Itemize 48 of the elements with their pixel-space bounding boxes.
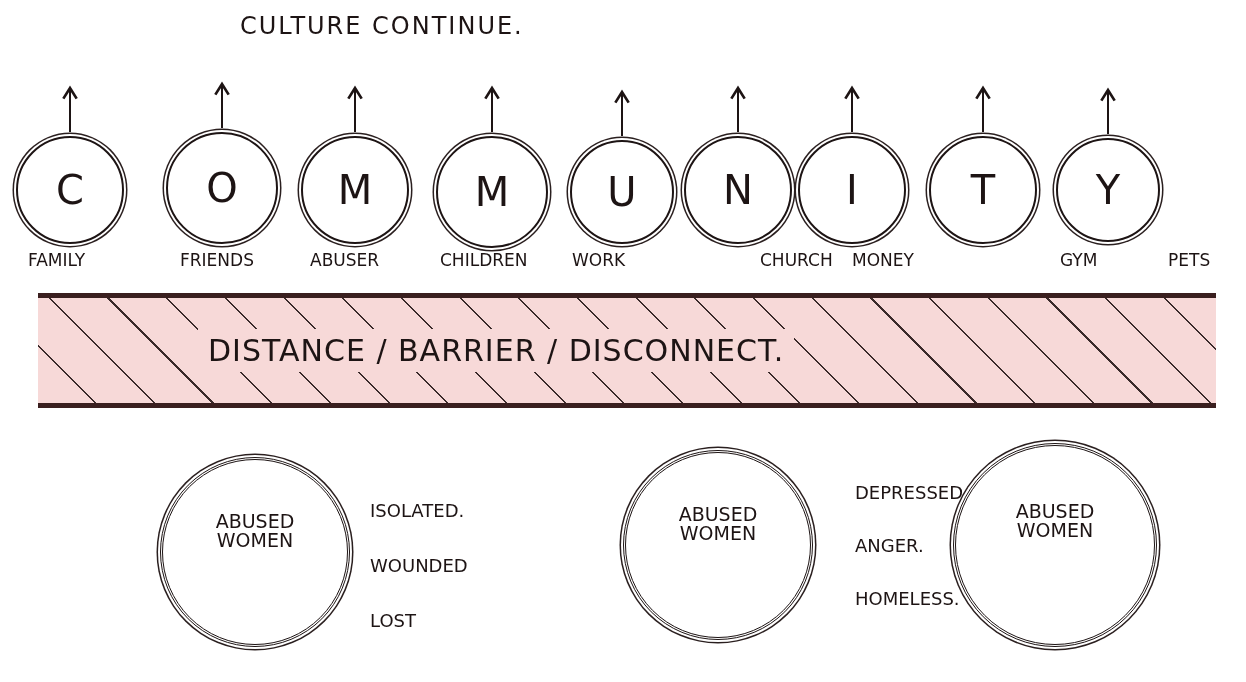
arrow (1100, 88, 1116, 135)
node-label: ABUSED WOMEN (214, 512, 296, 551)
band-label: DISTANCE / BARRIER / DISCONNECT. (198, 329, 795, 372)
arrow (214, 82, 230, 129)
letter: O (206, 168, 238, 208)
letter: M (474, 172, 510, 212)
note-label: FAMILY (28, 250, 86, 270)
barrier-band (38, 293, 1216, 408)
note-label: ISOLATED. (370, 500, 465, 521)
note-label: ABUSER (310, 250, 380, 270)
letter: I (846, 170, 858, 210)
letter-circle (16, 136, 124, 244)
note-label: CHILDREN (440, 250, 528, 270)
arrow (347, 86, 363, 133)
letter: N (723, 170, 753, 210)
arrow (614, 90, 630, 137)
arrow (975, 86, 991, 133)
note-label: DEPRESSED (855, 482, 964, 503)
node-label: ABUSED WOMEN (677, 505, 759, 544)
letter-circle (684, 136, 792, 244)
node-label: ABUSED WOMEN (1014, 502, 1096, 541)
letter-circle (436, 136, 548, 248)
letter-circle (301, 136, 409, 244)
letter: T (970, 170, 996, 210)
letter-circle (166, 132, 278, 244)
arrow (484, 86, 500, 133)
note-label: WOUNDED (370, 555, 468, 576)
note-label: CHURCH (760, 250, 833, 270)
note-label: WORK (572, 250, 626, 270)
note-label: FRIENDS (180, 250, 254, 270)
note-label: PETS (1168, 250, 1211, 270)
title: CULTURE CONTINUE. (240, 12, 524, 40)
letter-circle (798, 136, 906, 244)
letter: Y (1095, 170, 1121, 210)
letter: U (607, 172, 637, 212)
letter-circle (929, 136, 1037, 244)
letter: C (56, 170, 84, 210)
note-label: LOST (370, 610, 416, 631)
arrow (844, 86, 860, 133)
note-label: GYM (1060, 250, 1098, 270)
note-label: HOMELESS. (855, 588, 960, 609)
letter: M (337, 170, 373, 210)
arrow (62, 86, 78, 133)
letter-circle (1056, 138, 1160, 242)
letter-circle (570, 140, 674, 244)
arrow (730, 86, 746, 133)
note-label: ANGER. (855, 535, 924, 556)
note-label: MONEY (852, 250, 914, 270)
